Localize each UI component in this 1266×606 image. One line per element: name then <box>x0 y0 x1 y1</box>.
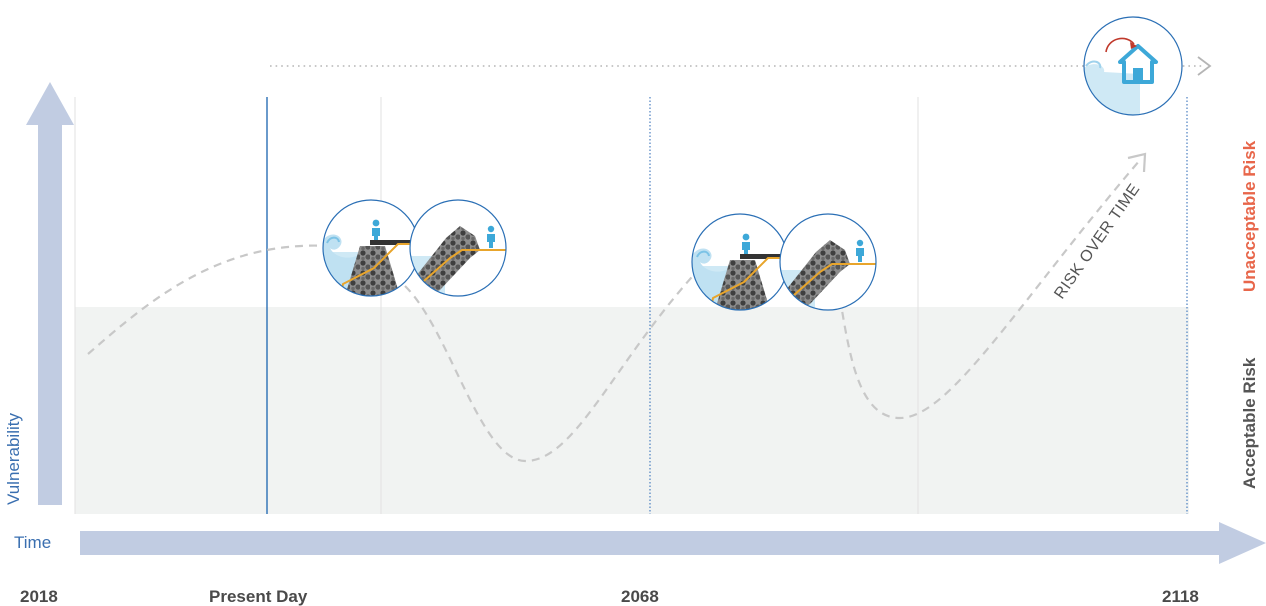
vulnerability-axis-label: Vulnerability <box>4 413 23 505</box>
managed-retreat-house-icon <box>1083 16 1183 116</box>
seawall-adaptation-icon <box>322 199 420 297</box>
tick-label-2118: 2118 <box>1162 587 1199 606</box>
tick-label-2068: 2068 <box>621 587 659 606</box>
future-arrow-head <box>1197 56 1212 76</box>
seawall-adaptation-icon <box>691 213 789 311</box>
time-axis-label: Time <box>14 533 51 552</box>
risk-over-time-label: RISK OVER TIME <box>1051 181 1143 303</box>
vulnerability-axis-arrow <box>26 82 74 505</box>
tick-label-2018: 2018 <box>20 587 58 606</box>
risk-curve <box>87 159 1141 463</box>
risk-curve-arrowhead <box>1127 152 1147 173</box>
acceptable-risk-band <box>75 307 1189 514</box>
revetment-adaptation-icon <box>409 199 507 297</box>
time-axis-arrow <box>80 522 1266 564</box>
revetment-adaptation-icon <box>779 213 877 311</box>
acceptable-risk-label: Acceptable Risk <box>1240 357 1259 489</box>
unacceptable-risk-label: Unacceptable Risk <box>1240 140 1259 292</box>
tick-label-present-day: Present Day <box>209 587 308 606</box>
